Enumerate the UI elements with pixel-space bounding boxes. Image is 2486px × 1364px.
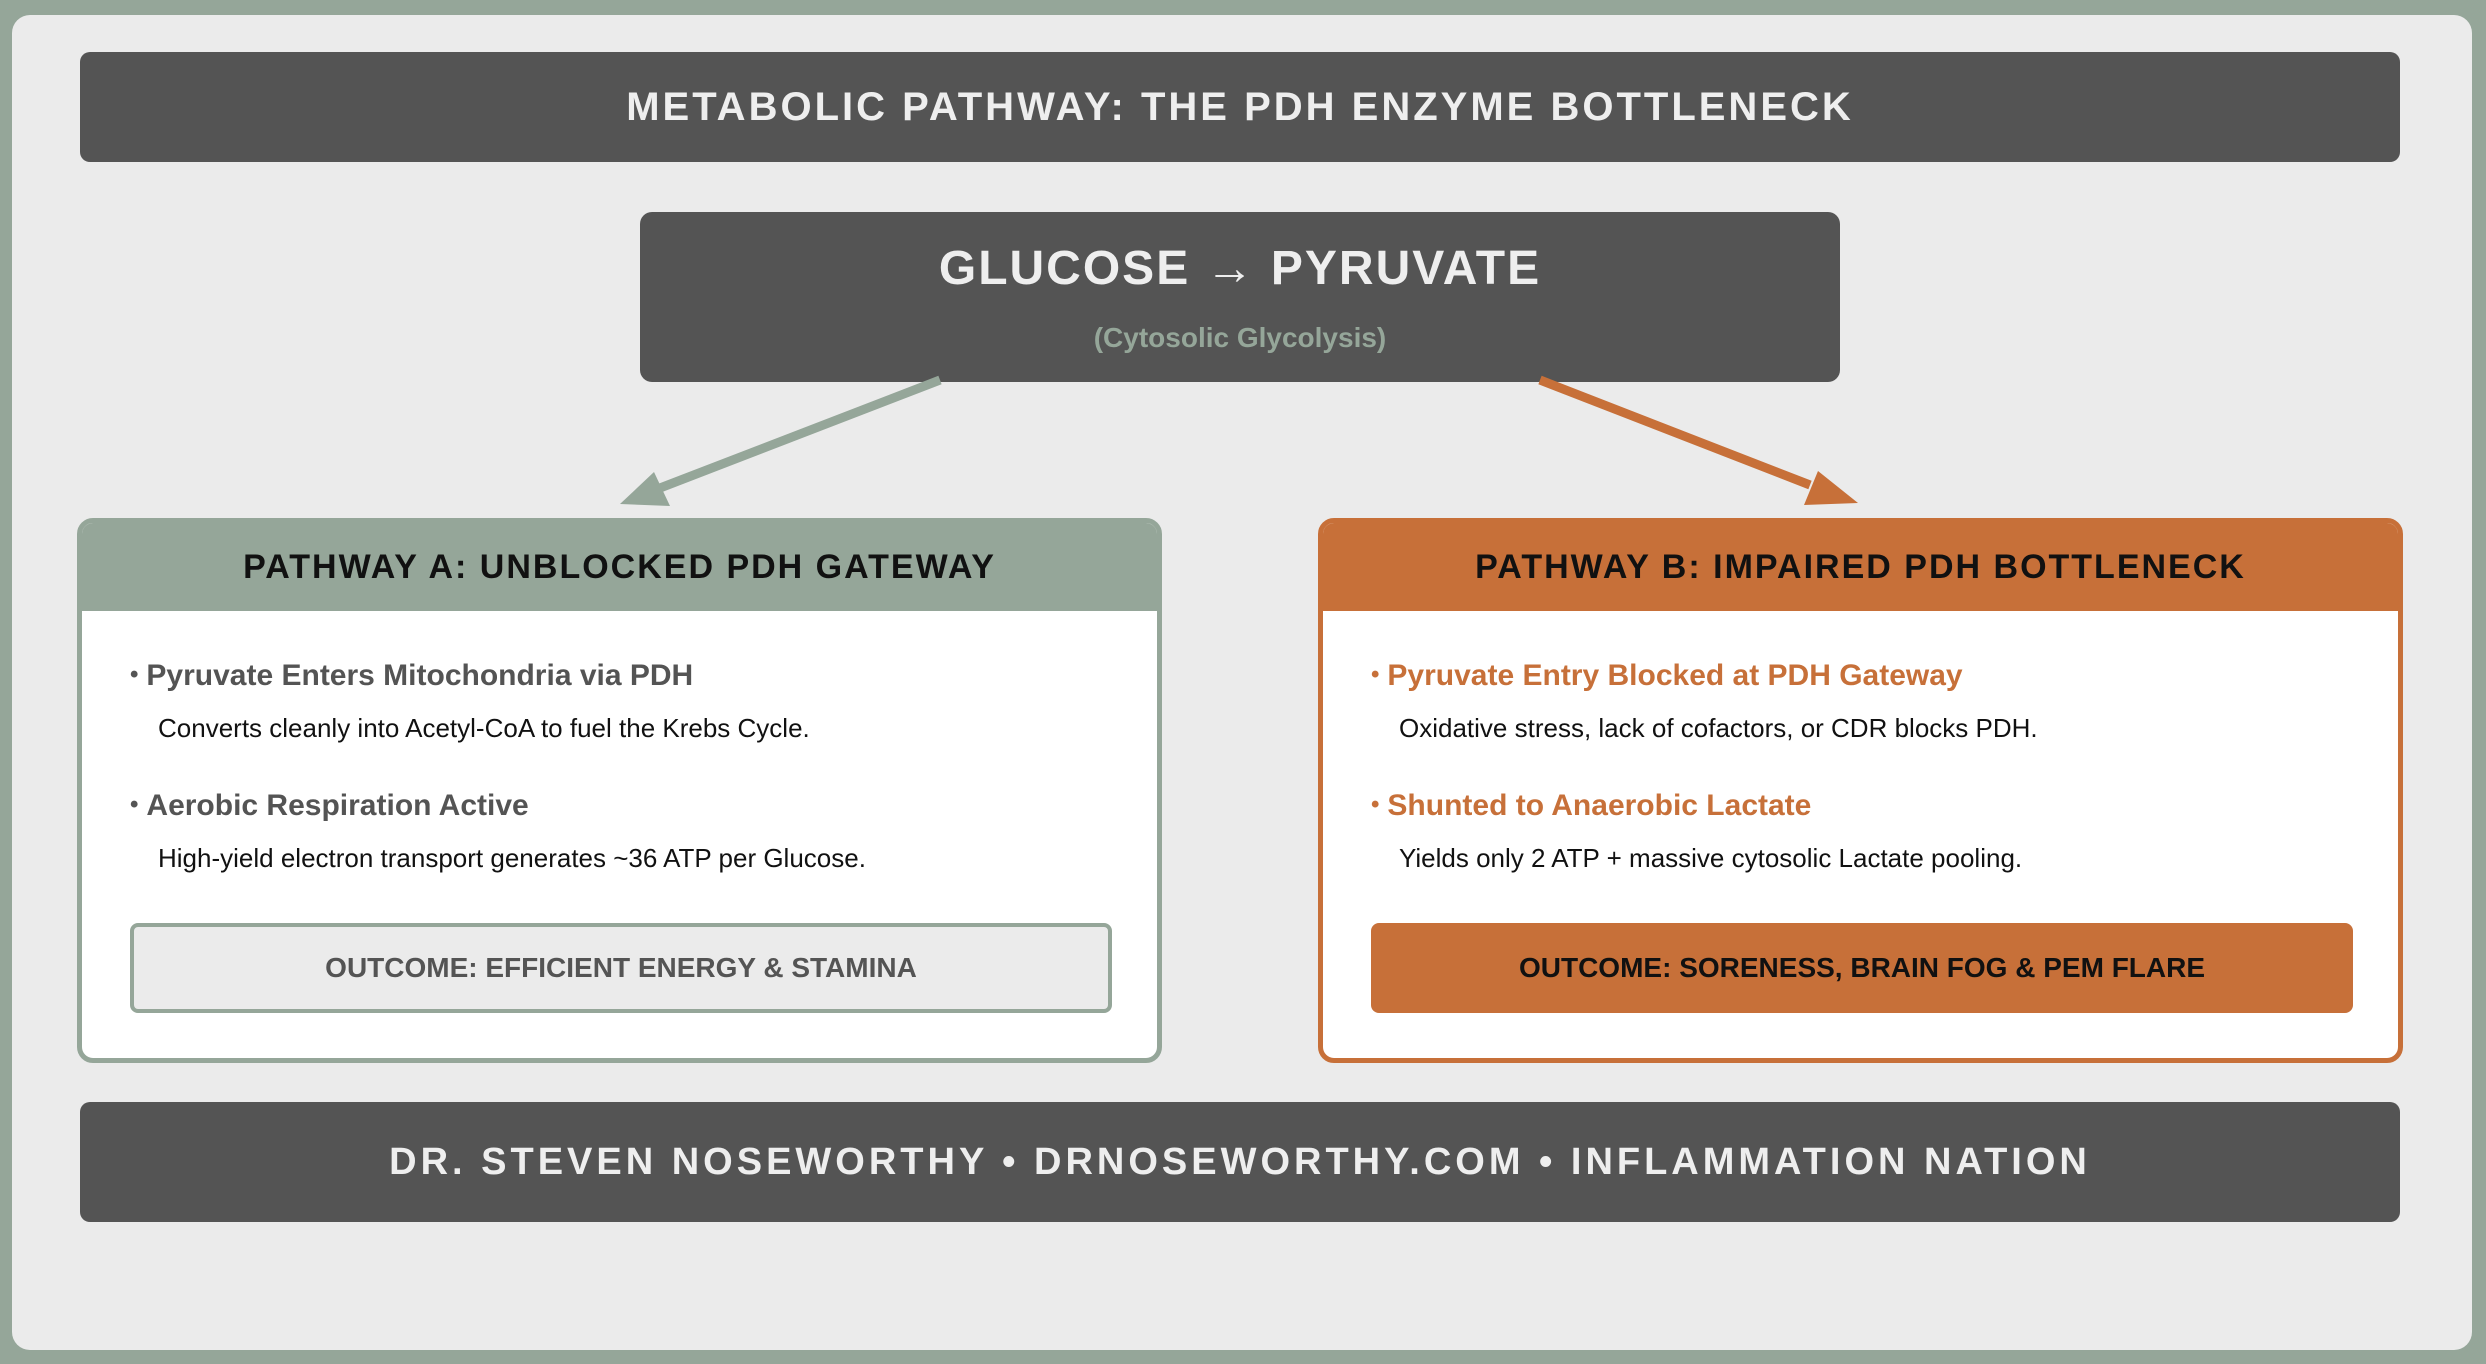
pathway-b-outcome: OUTCOME: SORENESS, BRAIN FOG & PEM FLARE [1371, 923, 2353, 1013]
point-title: Aerobic Respiration Active [146, 789, 529, 822]
pathway-a-point-1: • Pyruvate Enters Mitochondria via PDH Co… [130, 659, 810, 744]
point-description: Yields only 2 ATP + massive cytosolic La… [1399, 843, 2023, 873]
pathway-b-title: PATHWAY B: IMPAIRED PDH BOTTLENECK [1323, 523, 2398, 611]
point-title: Pyruvate Entry Blocked at PDH Gateway [1387, 659, 1963, 692]
point-description: High-yield electron transport generates … [158, 843, 866, 873]
glucose-pyruvate-box: GLUCOSE → PYRUVATE (Cytosolic Glycolysis… [640, 212, 1840, 382]
pathway-a-outcome: OUTCOME: EFFICIENT ENERGY & STAMINA [130, 923, 1112, 1013]
point-description: Converts cleanly into Acetyl-CoA to fuel… [158, 713, 810, 743]
point-title: Pyruvate Enters Mitochondria via PDH [146, 659, 694, 692]
pathway-b-point-1: • Pyruvate Entry Blocked at PDH Gateway O… [1371, 659, 2038, 744]
pathway-a-card: PATHWAY A: UNBLOCKED PDH GATEWAY • Pyruva… [77, 518, 1162, 1063]
bullet-icon: • [1371, 791, 1380, 818]
start-subtitle: (Cytosolic Glycolysis) [1093, 321, 1387, 353]
pathway-b-card: PATHWAY B: IMPAIRED PDH BOTTLENECK • Pyru… [1318, 518, 2403, 1063]
point-description: Oxidative stress, lack of cofactors, or … [1399, 713, 2038, 743]
pathway-a-title: PATHWAY A: UNBLOCKED PDH GATEWAY [82, 523, 1157, 611]
point-title: Shunted to Anaerobic Lactate [1387, 789, 1812, 822]
pathway-b-point-2: • Shunted to Anaerobic Lactate Yields onl… [1371, 789, 2022, 874]
page-title: METABOLIC PATHWAY: THE PDH ENZYME BOTTLE… [80, 52, 2400, 162]
bullet-icon: • [130, 791, 139, 818]
start-title: GLUCOSE → PYRUVATE [938, 241, 1542, 295]
bullet-icon: • [1371, 661, 1380, 688]
pathway-a-point-2: • Aerobic Respiration Active High-yield e… [130, 789, 866, 874]
bullet-icon: • [130, 661, 139, 688]
footer-credits: DR. STEVEN NOSEWORTHY • DRNOSEWORTHY.COM… [80, 1102, 2400, 1222]
